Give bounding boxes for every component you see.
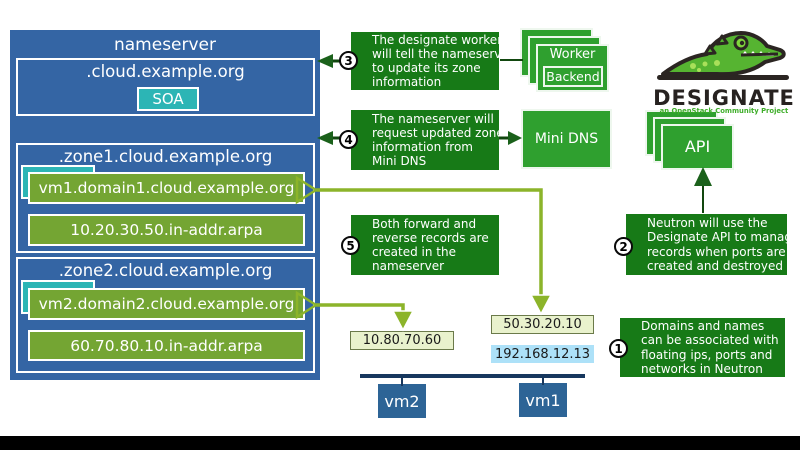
zone1-reverse-record: 10.20.30.50.in-addr.arpa — [28, 214, 305, 246]
note-1: Domains and names can be associated with… — [620, 318, 785, 377]
designate-tagline: an OpenStack Community Project — [659, 107, 789, 115]
soa-record: SOA — [137, 87, 199, 111]
api-label: API — [684, 137, 711, 156]
zone1-label: .zone1.cloud.example.org — [58, 147, 273, 166]
zone2-forward-record: vm2.domain2.cloud.example.org — [28, 288, 305, 320]
note-5: Both forward and reverse records are cre… — [351, 215, 499, 275]
designate-wordmark: DESIGNATE — [653, 86, 795, 110]
crocodile-back-scales — [703, 34, 729, 56]
crocodile-spot — [714, 60, 720, 66]
api-card — [661, 124, 734, 170]
vm1-fixed-ip: 192.168.12.13 — [491, 345, 594, 363]
bottom-letterbox-bar — [0, 436, 800, 450]
crocodile-spot — [697, 68, 701, 72]
crocodile-pupil — [739, 40, 745, 46]
vm2-ip-arrowhead-icon — [391, 310, 415, 332]
note4-to-minidns-arrow-icon — [508, 131, 522, 145]
designate-crocodile-logo — [657, 31, 789, 80]
mini-dns-box — [521, 109, 612, 169]
crocodile-spot — [690, 63, 696, 69]
crocodile-spot — [702, 61, 708, 67]
vm1-box: vm1 — [519, 383, 567, 417]
zone1-forward-record: vm1.domain1.cloud.example.org — [28, 172, 305, 204]
vm2-floating-ip: 10.80.70.60 — [350, 331, 454, 350]
logo-ground-line — [657, 75, 789, 80]
zone2-label: .zone2.cloud.example.org — [58, 261, 273, 280]
vm2-box: vm2 — [378, 384, 426, 418]
crocodile-mouth — [740, 52, 779, 57]
note-2: Neutron will use the Designate API to ma… — [626, 214, 799, 275]
note-3: The designate worker will tell the names… — [351, 32, 514, 90]
note-4: The nameserver will request updated zone… — [351, 110, 504, 170]
root-zone-label: .cloud.example.org — [86, 62, 245, 81]
backend-box: Backend — [543, 66, 603, 87]
mini-dns-label: Mini DNS — [534, 131, 599, 147]
step-4-badge: 4 — [339, 130, 358, 149]
step-1-badge: 1 — [609, 339, 628, 358]
nameserver-title: nameserver — [113, 35, 217, 55]
zone2-reverse-record: 60.70.80.10.in-addr.arpa — [28, 330, 305, 361]
worker-card — [536, 44, 609, 92]
vm1-floating-ip: 50.30.20.10 — [491, 315, 594, 334]
worker-label: Worker — [549, 47, 596, 62]
step-3-badge: 3 — [339, 51, 358, 70]
step-5-badge: 5 — [341, 236, 360, 255]
step-2-badge: 2 — [614, 237, 633, 256]
vm1-ip-arrowhead-icon — [529, 294, 553, 316]
zone2-forward-to-vm2-line — [316, 303, 405, 312]
